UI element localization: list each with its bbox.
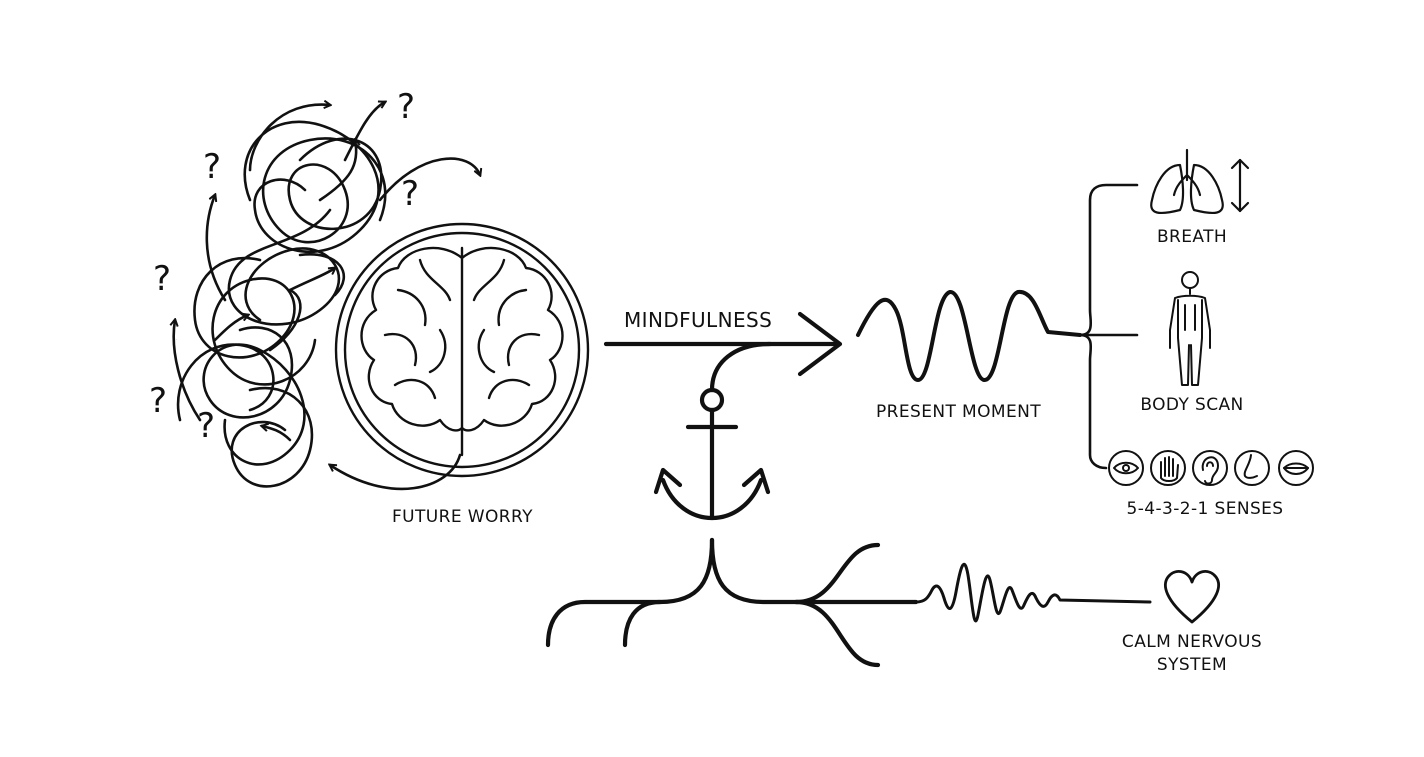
mouth-icon [1279, 451, 1313, 485]
senses-label: 5-4-3-2-1 SENSES [1126, 499, 1284, 519]
question-mark: ? [149, 381, 167, 421]
question-mark: ? [197, 406, 215, 446]
present-moment-wave [858, 292, 1080, 380]
future-worry-label: FUTURE WORRY [392, 507, 533, 527]
question-marks: ? ? ? ? ? ? ? [149, 87, 419, 446]
ear-icon [1193, 451, 1227, 485]
calm-nervous-system-label-line1: CALM NERVOUS [1121, 632, 1263, 652]
eye-icon [1109, 451, 1143, 485]
tangled-thoughts-icon [174, 102, 480, 489]
senses-icons [1109, 451, 1313, 485]
breath-arrows-icon [1232, 160, 1248, 211]
calm-nervous-system-label-line2: SYSTEM [1156, 655, 1228, 675]
options-bracket [1080, 185, 1137, 468]
human-body-icon [1170, 272, 1210, 385]
mindfulness-label: MINDFULNESS [624, 308, 773, 332]
lungs-icon [1151, 150, 1223, 213]
body-scan-label: BODY SCAN [1140, 395, 1244, 415]
breath-label: BREATH [1156, 227, 1228, 247]
present-moment-label: PRESENT MOMENT [876, 402, 1041, 422]
question-mark: ? [176, 339, 177, 341]
brain-icon [336, 224, 588, 476]
question-mark: ? [397, 87, 415, 127]
calm-nervous-wave [916, 564, 1150, 621]
question-mark: ? [153, 259, 171, 299]
hand-icon [1151, 451, 1185, 485]
anchor-icon [656, 344, 770, 518]
question-mark: ? [401, 174, 419, 214]
root-branches-icon [548, 540, 916, 665]
nose-icon [1235, 451, 1269, 485]
heart-icon [1165, 571, 1218, 622]
mindfulness-arrow [606, 314, 840, 374]
question-mark: ? [203, 147, 221, 187]
